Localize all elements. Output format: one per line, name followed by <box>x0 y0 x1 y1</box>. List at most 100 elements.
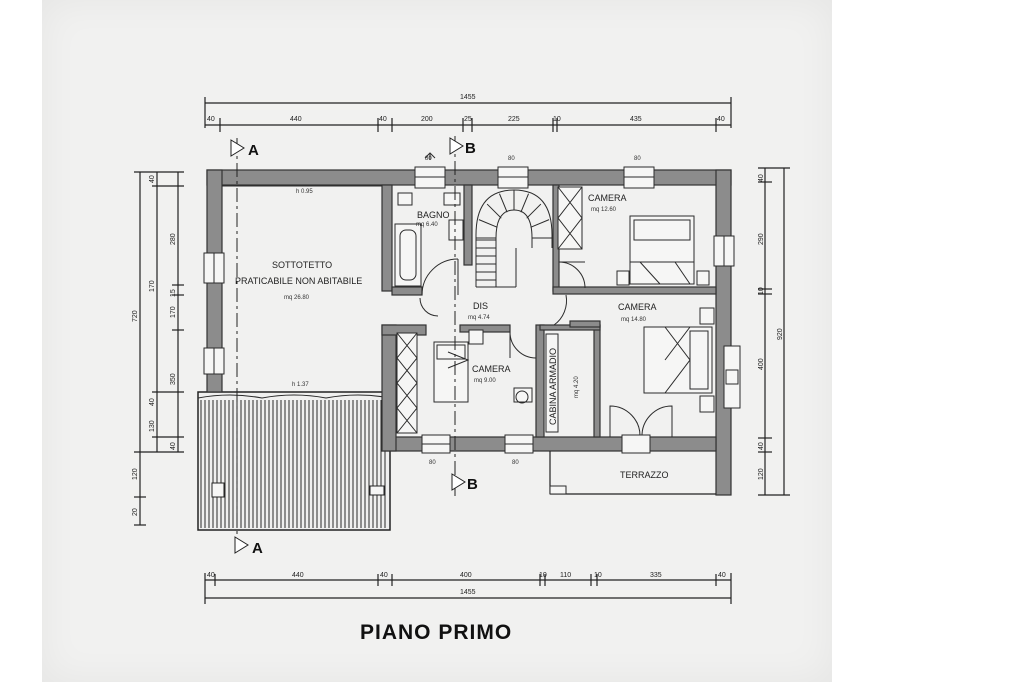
terrazzo-french-door <box>609 405 673 438</box>
bottom-dim-part: 335 <box>650 572 662 579</box>
dis-door-swing <box>509 331 537 359</box>
attic-area: mq 26.80 <box>284 295 310 301</box>
nightstand-e-top <box>699 307 715 325</box>
wardrobes <box>396 186 583 434</box>
wall-cabina-east <box>593 324 601 438</box>
attic-height-top: h 0.95 <box>296 189 313 195</box>
wall-attic-divider <box>381 184 393 292</box>
room-camera-s: CAMERA mq 9.00 <box>433 341 533 404</box>
top-dim-part: 25 <box>464 116 472 123</box>
camera-e-door-swing <box>553 294 567 326</box>
nightstand-e-bottom <box>699 395 715 413</box>
bagno-door-swing <box>421 258 459 296</box>
roof-skylight <box>211 482 225 498</box>
wall-east <box>715 169 732 496</box>
right-dim-part: 10 <box>758 287 765 295</box>
cabina-shelf <box>545 333 559 433</box>
terrazzo-post <box>549 485 567 495</box>
bathtub-inner <box>399 229 417 281</box>
camera-s-area: mq 9.00 <box>474 378 496 384</box>
room-sottotetto: h 0.95 SOTTOTETTO PRATICABILE NON ABITAB… <box>222 185 382 388</box>
right-dim-part: 290 <box>758 233 765 245</box>
camera-e-area: mq 14.80 <box>621 317 647 323</box>
section-b-arrow-top <box>449 137 464 155</box>
window-label: 80 <box>634 156 641 162</box>
wardrobe-s <box>396 332 418 434</box>
window-glass <box>725 369 739 385</box>
bottom-dim-part: 440 <box>292 572 304 579</box>
inner-walls <box>391 184 717 438</box>
bed-ne-cover <box>629 261 695 285</box>
right-dimension-group: 40 290 10 400 40 120 920 <box>758 167 790 496</box>
bottom-dim-part: 110 <box>560 572 571 579</box>
left-dim-part: 15 <box>170 289 177 297</box>
bed-s-pillow <box>436 344 466 360</box>
left-total-dim: 720 <box>132 310 139 322</box>
left-dim-part: 170 <box>170 306 177 318</box>
stair-tread <box>478 219 498 228</box>
stair-tread <box>530 219 550 228</box>
terrazzo-label: TERRAZZO <box>620 470 669 480</box>
wall-bath-south <box>391 286 423 296</box>
section-a-arrow-top <box>230 139 245 157</box>
roof-vent <box>369 485 385 496</box>
wall-sw-vertical <box>381 324 397 452</box>
stair-tread <box>486 203 502 219</box>
toilet <box>443 192 461 206</box>
bottom-dim-part: 40 <box>380 572 388 579</box>
right-dim-part: 40 <box>758 442 765 450</box>
cabina-name: CABINA ARMADIO <box>548 348 558 425</box>
attic-name-line2: PRATICABILE NON ABITABILE <box>235 276 362 286</box>
roof-area <box>197 391 391 531</box>
left-dim-part: 120 <box>132 468 139 480</box>
bed-e-cover <box>664 326 691 394</box>
bottom-dimension-group: 40 440 40 400 10 110 10 335 40 1455 <box>204 572 732 604</box>
nightstand-ne-right <box>696 270 710 286</box>
top-dim-part: 440 <box>290 116 302 123</box>
terrazzo-area: TERRAZZO <box>549 451 716 495</box>
section-lines: A A B B <box>230 136 478 557</box>
windows: 80 80 80 80 80 <box>203 152 741 466</box>
left-dim-part: 20 <box>132 508 139 516</box>
roof-edge <box>197 394 391 399</box>
room-dis: DIS mq 4.74 <box>419 297 537 359</box>
bed-ne-pillows <box>633 219 691 241</box>
nightstand-ne-left <box>616 270 630 286</box>
window-label: 80 <box>508 156 515 162</box>
plan-title: PIANO PRIMO <box>360 621 512 644</box>
bottom-dim-part: 10 <box>539 572 547 579</box>
wall-bath-east <box>463 184 473 266</box>
window-label: 80 <box>512 460 519 466</box>
cabina-area: mq 4.20 <box>574 376 580 398</box>
right-dim-part: 120 <box>758 468 765 480</box>
staircase <box>475 189 553 288</box>
bottom-total-dim: 1455 <box>460 589 476 596</box>
dis-area: mq 4.74 <box>468 315 490 321</box>
wall-camera-divider <box>552 286 717 295</box>
window-east-lower <box>723 345 741 409</box>
window-camera-e-south <box>621 434 651 454</box>
top-dimension-group: 1455 40 440 40 200 25 225 10 435 40 <box>204 94 732 132</box>
room-camera-ne: CAMERA mq 12.60 <box>558 193 710 289</box>
stair-treads <box>476 190 552 281</box>
bottom-dim-part: 10 <box>594 572 602 579</box>
dis-name: DIS <box>473 301 488 311</box>
section-a-label-top: A <box>248 142 259 159</box>
attic-name: SOTTOTETTO <box>272 260 332 270</box>
right-dim-part: 400 <box>758 358 765 370</box>
bagno-area: mq 6.40 <box>416 222 438 228</box>
left-dimension-group: 720 40 280 170 15 170 350 40 130 40 120 … <box>132 171 184 526</box>
top-dim-part: 40 <box>717 116 725 123</box>
wall-camera-s-north <box>459 324 511 333</box>
bidet <box>397 192 413 206</box>
camera-ne-name: CAMERA <box>588 193 627 203</box>
double-bed-e <box>643 326 713 394</box>
double-bed-ne <box>629 215 695 285</box>
left-dim-part: 40 <box>170 442 177 450</box>
stair-tread <box>526 203 542 219</box>
wardrobe-s-cross <box>396 332 418 434</box>
camera-s-name: CAMERA <box>472 364 511 374</box>
wall-cabina-west <box>535 324 545 438</box>
window-label: 80 <box>425 156 432 162</box>
room-bagno: BAGNO mq 6.40 <box>394 192 464 296</box>
